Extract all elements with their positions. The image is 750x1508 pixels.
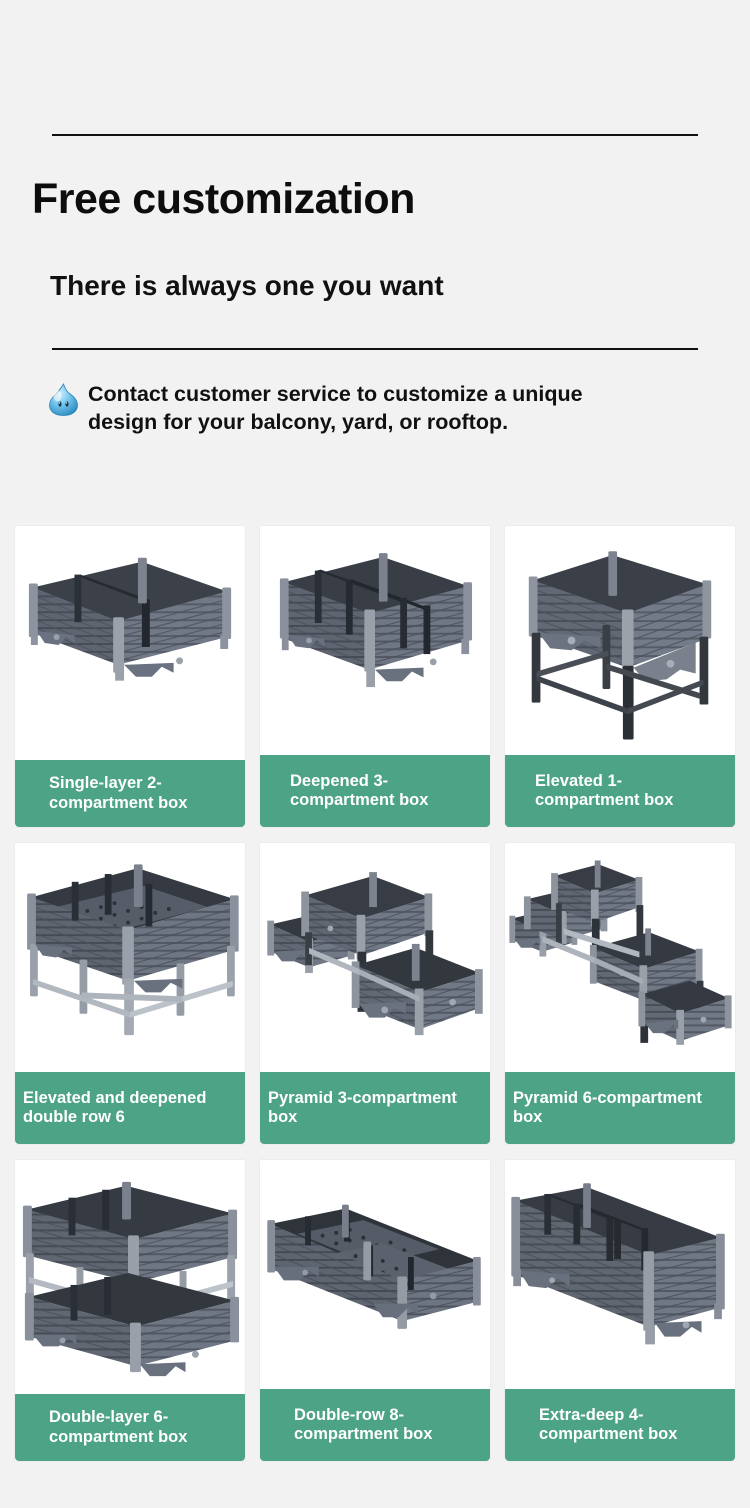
product-label: Pyramid 3-compartment box: [260, 1072, 490, 1144]
page-subtitle: There is always one you want: [50, 270, 444, 301]
pyramid-6-compartment-box-image: [505, 843, 735, 1072]
elevated-deepened-double-row-6-image: [15, 843, 245, 1072]
product-label: Extra-deep 4-compartment box: [505, 1389, 735, 1461]
blue-droplet-emoji-icon: [49, 383, 78, 416]
product-card[interactable]: Pyramid 6-compartment box: [504, 842, 736, 1145]
double-layer-6-compartment-box-image: [15, 1160, 245, 1394]
divider-top: [52, 134, 698, 136]
product-card[interactable]: Elevated 1-compartment box: [504, 525, 736, 828]
product-card[interactable]: Pyramid 3-compartment box: [259, 842, 491, 1145]
product-label: Deepened 3-compartment box: [260, 755, 490, 827]
page-title: Free customization: [32, 175, 415, 223]
product-card[interactable]: Elevated and deepened double row 6: [14, 842, 246, 1145]
contact-note-row: Contact customer service to customize a …: [48, 380, 648, 437]
product-label: Elevated 1-compartment box: [505, 755, 735, 827]
double-row-8-compartment-box-image: [260, 1160, 490, 1389]
elevated-1-compartment-box-image: [505, 526, 735, 755]
contact-note-text: Contact customer service to customize a …: [88, 382, 583, 435]
product-label: Double-row 8-compartment box: [260, 1389, 490, 1461]
product-card[interactable]: Deepened 3-compartment box: [259, 525, 491, 828]
product-grid: Single-layer 2-compartment box: [14, 525, 736, 1462]
product-card[interactable]: Single-layer 2-compartment box: [14, 525, 246, 828]
product-card[interactable]: Double-layer 6-compartment box: [14, 1159, 246, 1462]
deepened-3-compartment-box-image: [260, 526, 490, 755]
pyramid-3-compartment-box-image: [260, 843, 490, 1072]
product-label: Double-layer 6-compartment box: [15, 1394, 245, 1461]
product-label: Elevated and deepened double row 6: [15, 1072, 245, 1144]
single-layer-2-compartment-box-image: [15, 526, 245, 760]
extra-deep-4-compartment-box-image: [505, 1160, 735, 1389]
product-card[interactable]: Extra-deep 4-compartment box: [504, 1159, 736, 1462]
product-card[interactable]: Double-row 8-compartment box: [259, 1159, 491, 1462]
product-label: Single-layer 2-compartment box: [15, 760, 245, 827]
product-label: Pyramid 6-compartment box: [505, 1072, 735, 1144]
divider-bottom: [52, 348, 698, 350]
